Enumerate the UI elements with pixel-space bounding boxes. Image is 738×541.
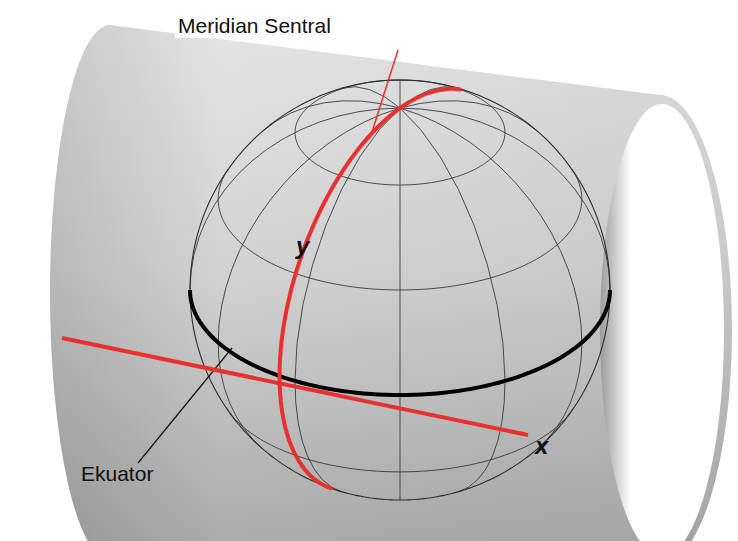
- axis-label: y: [293, 232, 312, 260]
- globe-outline: [190, 80, 610, 500]
- axis-label: x: [532, 432, 551, 460]
- cylinder-shade: [50, 25, 732, 541]
- cylinder-body: [50, 25, 732, 541]
- x-axis-line: [62, 338, 528, 435]
- leader-line: [372, 50, 398, 132]
- meridian-label: Meridian Sentral: [175, 14, 334, 38]
- cylinder-opening: [600, 104, 724, 541]
- cylinder: [50, 25, 732, 541]
- globe: [190, 80, 610, 500]
- graticule: [190, 80, 610, 500]
- central-meridian: [280, 89, 461, 488]
- equator-label: Ekuator: [78, 462, 156, 486]
